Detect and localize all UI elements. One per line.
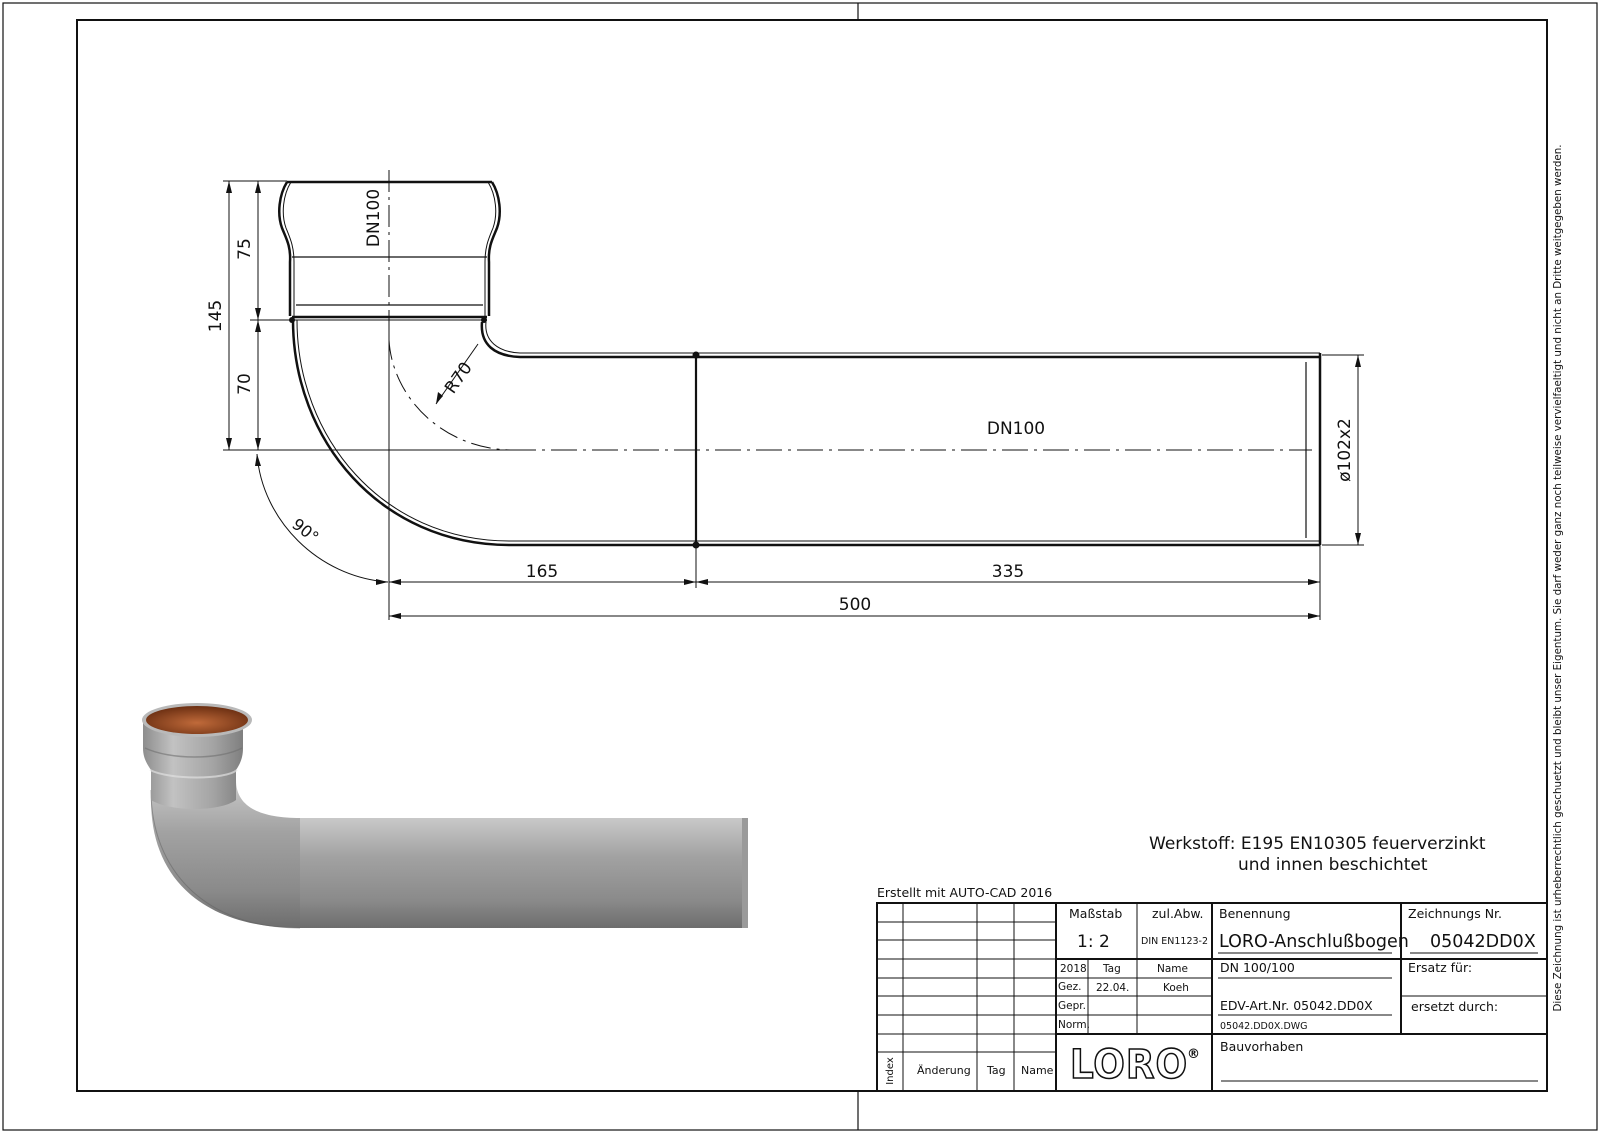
drawn-name: Koeh xyxy=(1163,982,1189,994)
scale-value: 1: 2 xyxy=(1077,932,1110,952)
dim-165: 165 xyxy=(526,562,558,582)
radius-label: R70 xyxy=(441,359,477,398)
dimension-labels: 145 75 70 DN100 R70 90° DN100 ø102x2 165… xyxy=(206,189,1355,615)
dim-145: 145 xyxy=(206,300,226,332)
loro-logo: LORO ® xyxy=(1069,1041,1200,1089)
designation-value: LORO-Anschlußbogen xyxy=(1219,932,1409,952)
dimension-lines xyxy=(223,180,1364,620)
drawing-number-value: 05042DD0X xyxy=(1430,932,1536,952)
dim-70: 70 xyxy=(235,373,255,395)
drawn-day: 22.04. xyxy=(1096,982,1129,994)
dim-335: 335 xyxy=(992,562,1024,582)
edv-number: EDV-Art.Nr. 05042.DD0X xyxy=(1220,998,1373,1013)
dn-top-label: DN100 xyxy=(364,189,384,247)
drawing-number-label: Zeichnungs Nr. xyxy=(1408,906,1502,921)
pipe-bend-3d-render xyxy=(142,703,748,929)
dn-main-label: DN100 xyxy=(987,419,1045,439)
dim-500: 500 xyxy=(839,595,871,615)
revision-day-label: Tag xyxy=(986,1064,1006,1077)
material-line-1: Werkstoff: E195 EN10305 feuerverzinkt xyxy=(1149,834,1486,854)
year-value: 2018 xyxy=(1060,963,1087,975)
loro-logo-text: LORO xyxy=(1070,1042,1188,1088)
diameter-label: ø102x2 xyxy=(1335,418,1355,482)
material-line-2: und innen beschichtet xyxy=(1238,855,1428,875)
tolerance-label: zul.Abw. xyxy=(1152,906,1203,921)
drawn-label: Gez. xyxy=(1058,981,1081,993)
scale-label: Maßstab xyxy=(1069,906,1122,921)
index-label: Index xyxy=(885,1057,896,1085)
name-label: Name xyxy=(1157,963,1188,975)
copyright-note: Diese Zeichnung ist urheberrechtlich ges… xyxy=(1552,145,1564,1012)
size-value: DN 100/100 xyxy=(1220,960,1295,975)
replaced-by-label: ersetzt durch: xyxy=(1411,999,1498,1014)
title-block: Maßstab 1: 2 zul.Abw. DIN EN1123-2 Benen… xyxy=(876,902,1548,1092)
designation-label: Benennung xyxy=(1219,906,1291,921)
created-with-note: Erstellt mit AUTO-CAD 2016 xyxy=(877,885,1052,900)
revision-name-label: Name xyxy=(1021,1064,1054,1077)
norm-label: Norm. xyxy=(1058,1019,1090,1031)
angle-label: 90° xyxy=(288,514,322,546)
change-label: Änderung xyxy=(917,1064,971,1077)
pipe-bend-outline xyxy=(278,180,1322,549)
tolerance-value: DIN EN1123-2 xyxy=(1141,936,1208,947)
dim-75: 75 xyxy=(235,238,255,260)
loro-logo-mark: ® xyxy=(1187,1047,1200,1062)
center-lines xyxy=(388,170,1312,451)
day-label: Tag xyxy=(1102,963,1121,975)
checked-label: Gepr. xyxy=(1058,1000,1086,1012)
file-name: 05042.DD0X.DWG xyxy=(1220,1021,1308,1032)
project-label: Bauvorhaben xyxy=(1220,1039,1303,1054)
replaces-label: Ersatz für: xyxy=(1408,960,1472,975)
